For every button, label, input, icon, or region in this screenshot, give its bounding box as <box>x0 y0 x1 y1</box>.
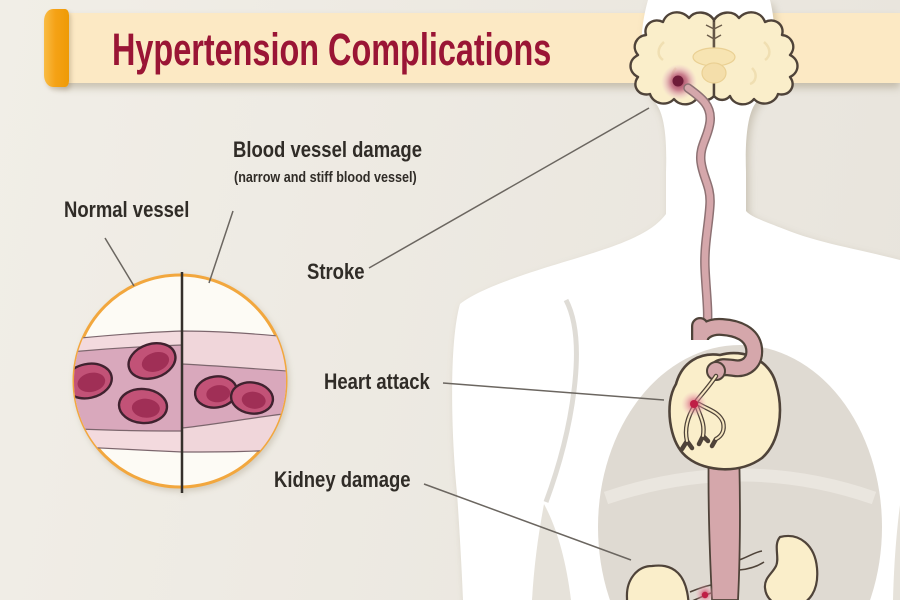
aortic-arch <box>691 317 764 381</box>
pointer-line-stroke <box>368 107 650 269</box>
heart-illustration <box>668 351 782 471</box>
neck-artery <box>683 83 715 335</box>
arm-crease <box>543 298 579 503</box>
pointer-line-vessel-damage <box>208 210 234 284</box>
label-blood-vessel-damage-sub: (narrow and stiff blood vessel) <box>234 169 417 186</box>
kidney-right <box>763 534 819 600</box>
red-blood-cell <box>127 342 177 380</box>
red-blood-cell <box>193 375 239 409</box>
kidney-left <box>625 564 690 600</box>
page-title: Hypertension Complications <box>112 24 552 75</box>
red-blood-cell <box>74 362 113 400</box>
label-heart-attack: Heart attack <box>324 369 430 394</box>
pointer-line-heart-attack <box>442 382 665 401</box>
kidneys <box>625 534 819 600</box>
pointer-line-normal-vessel <box>104 237 135 287</box>
arm-edge-gap-right <box>893 505 900 600</box>
label-normal-vessel: Normal vessel <box>64 197 190 222</box>
brain-midline <box>705 22 723 52</box>
pointer-line-kidney-damage <box>423 483 632 561</box>
label-kidney-damage: Kidney damage <box>274 467 411 492</box>
label-stroke: Stroke <box>307 259 365 284</box>
kidney-damage-site <box>695 584 715 600</box>
orange-accent-ribbon <box>44 9 69 87</box>
label-blood-vessel-damage: Blood vessel damage <box>233 137 422 162</box>
red-blood-cell <box>229 381 275 415</box>
red-blood-cell <box>117 387 169 425</box>
brain-illustration <box>629 11 799 106</box>
vessel-inset <box>72 272 288 493</box>
pointer-lines <box>104 107 665 561</box>
heart-attack-site <box>681 391 707 417</box>
